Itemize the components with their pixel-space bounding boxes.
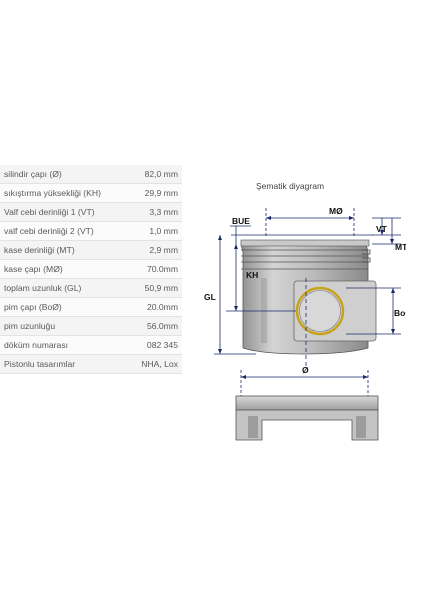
label-gl: GL bbox=[204, 292, 216, 302]
spec-label: kase derinliği (MT) bbox=[0, 240, 125, 260]
spec-label: Pistonlu tasarımlar bbox=[0, 354, 125, 374]
spec-label: pim uzunluğu bbox=[0, 316, 125, 336]
dimension-lines bbox=[214, 208, 401, 398]
spec-value: 1,0 mm bbox=[125, 221, 182, 241]
piston-body bbox=[240, 239, 377, 355]
spec-label: toplam uzunluk (GL) bbox=[0, 278, 125, 298]
pin-hole-ring bbox=[295, 286, 345, 336]
spec-row: toplam uzunluk (GL)50,9 mm bbox=[0, 278, 182, 298]
spec-value: 82,0 mm bbox=[125, 165, 182, 184]
spec-label: pim çapı (BoØ) bbox=[0, 297, 125, 317]
spec-value: 2,9 mm bbox=[125, 240, 182, 260]
label-kh: KH bbox=[246, 270, 258, 280]
spec-row: sıkıştırma yüksekliği (KH)29,9 mm bbox=[0, 183, 182, 203]
spec-label: Valf cebi derinliği 1 (VT) bbox=[0, 202, 125, 222]
spec-value: 56.0mm bbox=[125, 316, 182, 336]
dimension-arrows bbox=[218, 216, 395, 379]
spec-row: pim çapı (BoØ)20.0mm bbox=[0, 297, 182, 317]
piston-bottom-view bbox=[235, 395, 379, 441]
spec-value: 082 345 bbox=[125, 335, 182, 355]
label-mo: MØ bbox=[329, 206, 343, 216]
spec-value: 29,9 mm bbox=[125, 183, 182, 203]
spec-label: valf cebi derinliği 2 (VT) bbox=[0, 221, 125, 241]
label-mt: MT bbox=[395, 242, 406, 252]
spec-label: kase çapı (MØ) bbox=[0, 259, 125, 279]
spec-value: 70.0mm bbox=[125, 259, 182, 279]
spec-label: silindir çapı (Ø) bbox=[0, 165, 125, 184]
spec-value: NHA, Lox bbox=[125, 354, 182, 374]
spec-label: sıkıştırma yüksekliği (KH) bbox=[0, 183, 125, 203]
spec-row: silindir çapı (Ø)82,0 mm bbox=[0, 165, 182, 184]
spec-value: 3,3 mm bbox=[125, 202, 182, 222]
label-vt: VT bbox=[376, 224, 388, 234]
label-bue: BUE bbox=[232, 216, 250, 226]
label-boo: BoØ bbox=[394, 308, 406, 318]
spec-row: valf cebi derinliği 2 (VT)1,0 mm bbox=[0, 221, 182, 241]
spec-row: kase derinliği (MT)2,9 mm bbox=[0, 240, 182, 260]
diagram-title: Şematik diyagram bbox=[256, 181, 324, 191]
piston-schematic-diagram: Şematik diyagram bbox=[204, 181, 406, 441]
label-diameter: Ø bbox=[302, 365, 309, 375]
ring-grooves bbox=[241, 249, 368, 270]
spec-value: 20.0mm bbox=[125, 297, 182, 317]
spec-row: Valf cebi derinliği 1 (VT)3,3 mm bbox=[0, 202, 182, 222]
spec-value: 50,9 mm bbox=[125, 278, 182, 298]
spec-row: kase çapı (MØ)70.0mm bbox=[0, 259, 182, 279]
spec-label: döküm numarası bbox=[0, 335, 125, 355]
